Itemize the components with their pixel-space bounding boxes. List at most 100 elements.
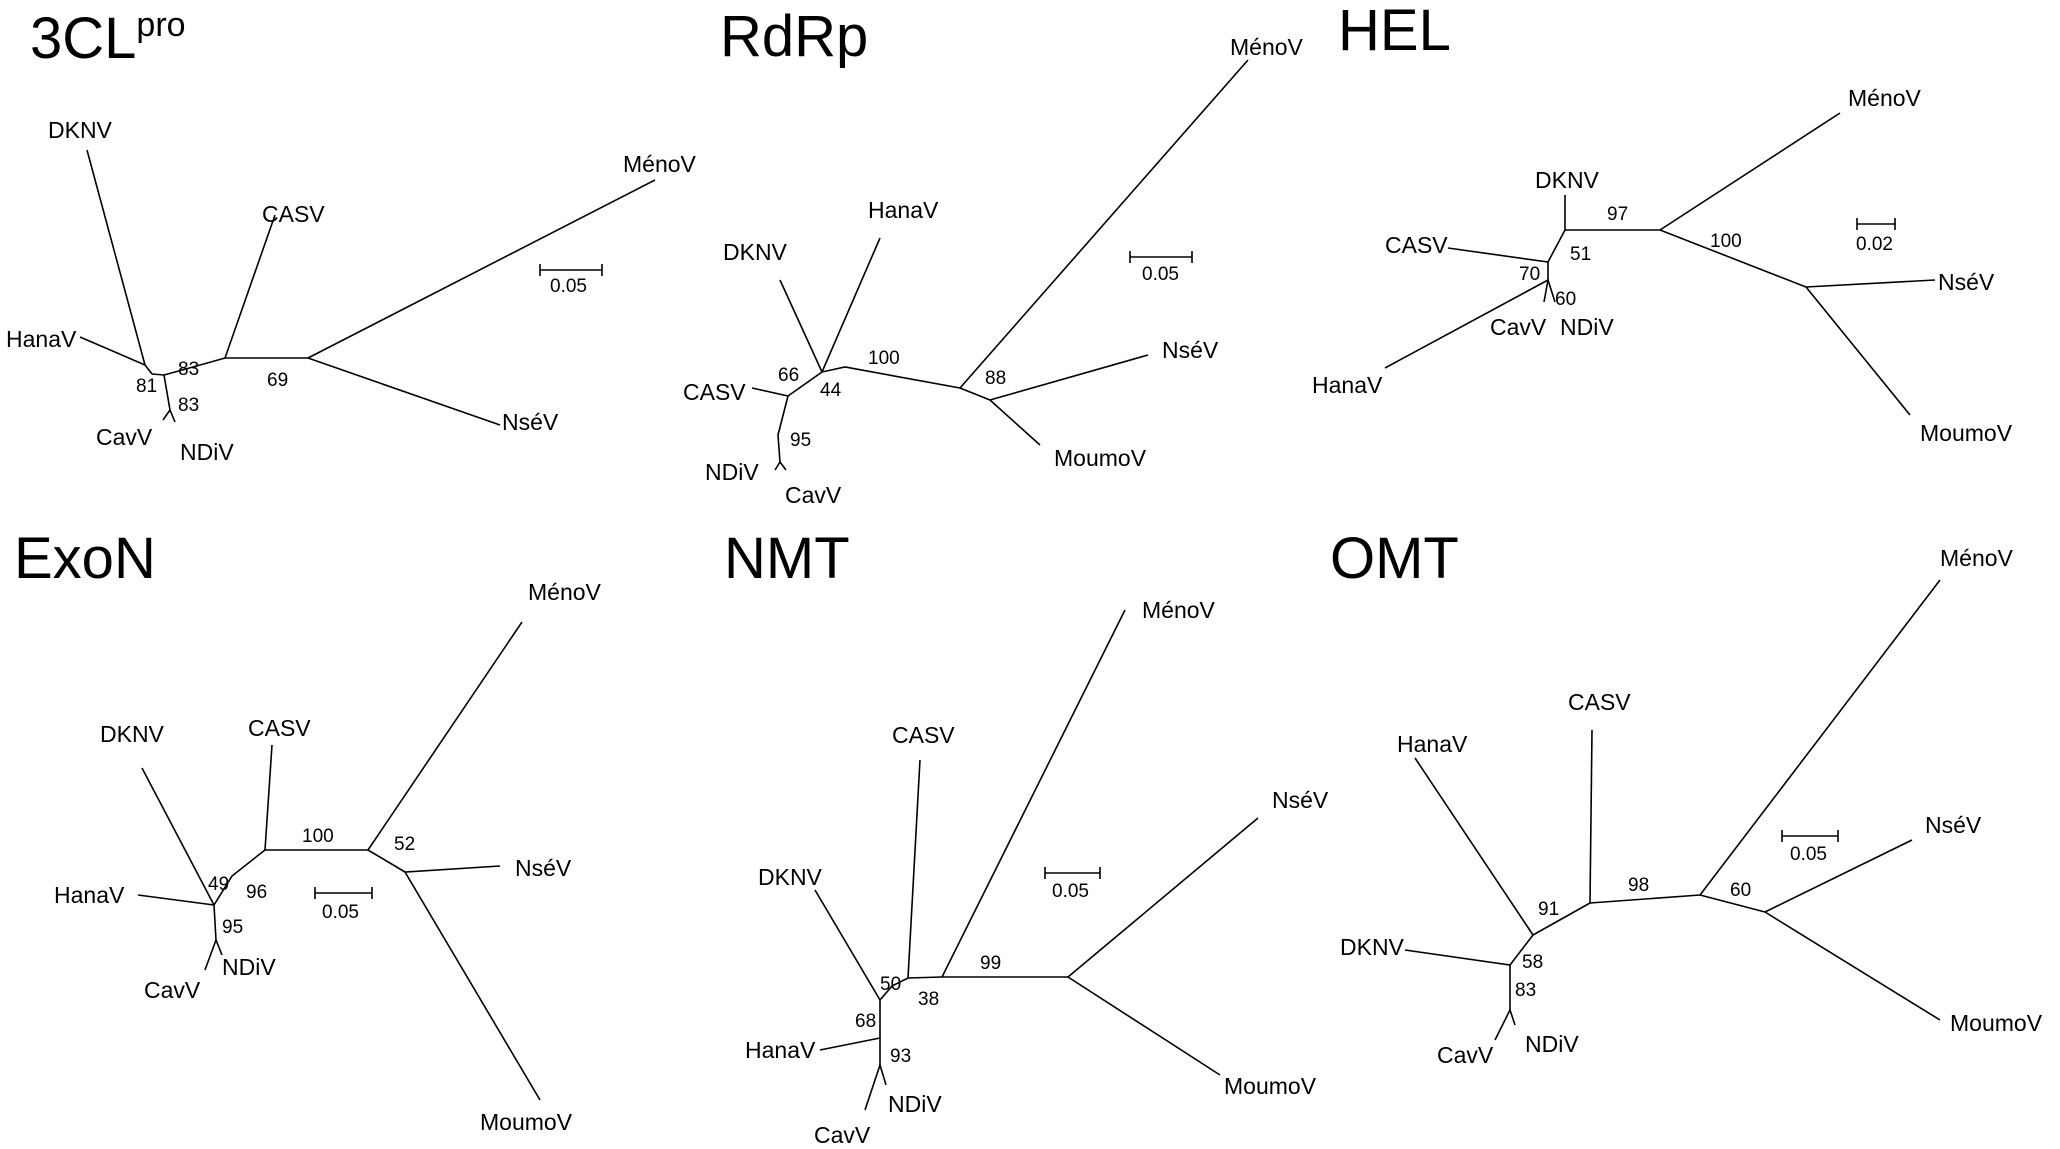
bootstrap-value: 95 bbox=[790, 430, 811, 451]
bootstrap-value: 68 bbox=[855, 1011, 876, 1032]
leaf-label: NséV bbox=[515, 855, 572, 881]
tree-branches bbox=[137, 621, 541, 1101]
branch bbox=[864, 1062, 887, 1111]
bootstrap-value: 99 bbox=[980, 953, 1001, 974]
branch bbox=[1805, 286, 1911, 416]
leaf-label: CavV bbox=[144, 977, 201, 1003]
panel-title: RdRp bbox=[720, 4, 868, 69]
branch bbox=[224, 214, 276, 359]
branch bbox=[821, 366, 961, 389]
leaf-label: CASV bbox=[892, 722, 955, 748]
bootstrap-value: 49 bbox=[208, 874, 229, 895]
panel-title: OMT bbox=[1330, 526, 1459, 591]
branch bbox=[814, 889, 943, 1002]
panel-title: 3CLpro bbox=[30, 6, 186, 71]
bootstrap-value: 81 bbox=[136, 376, 157, 397]
leaf-label: MoumoV bbox=[1224, 1073, 1317, 1099]
branch bbox=[989, 399, 1041, 446]
panel-omt: OMT MénoV CASV HanaV NséV DKNV CavV NDiV… bbox=[1330, 526, 2043, 1068]
scale-bar: 0.05 bbox=[314, 887, 373, 923]
panel-title-main: 3CL bbox=[30, 6, 136, 71]
leaf-label: NséV bbox=[502, 409, 559, 435]
panel-exon: ExoN MénoV DKNV CASV NséV HanaV CavV NDi… bbox=[14, 526, 602, 1135]
branch bbox=[941, 609, 1126, 978]
leaf-label: HanaV bbox=[745, 1037, 816, 1063]
bootstrap-value: 66 bbox=[778, 365, 799, 386]
panel-title: NMT bbox=[724, 526, 850, 591]
leaf-label: DKNV bbox=[100, 721, 165, 747]
bootstrap-value: 83 bbox=[1515, 980, 1536, 1001]
leaf-label: CASV bbox=[1385, 232, 1448, 258]
tree-branches bbox=[79, 149, 656, 426]
branch bbox=[774, 460, 787, 471]
bootstrap-value: 96 bbox=[246, 882, 267, 903]
branch bbox=[1589, 729, 1593, 904]
bootstrap-value: 100 bbox=[302, 826, 334, 847]
branch bbox=[1414, 757, 1534, 936]
leaf-label: NDiV bbox=[888, 1091, 942, 1117]
leaf-label: CavV bbox=[96, 424, 153, 450]
branch bbox=[213, 849, 266, 906]
leaf-label: MénoV bbox=[1230, 34, 1304, 60]
bootstrap-value: 100 bbox=[1710, 231, 1742, 252]
branch bbox=[787, 371, 823, 397]
branch bbox=[367, 849, 501, 873]
scale-bar-label: 0.05 bbox=[1052, 881, 1089, 902]
branch bbox=[137, 894, 215, 906]
leaf-label: NDiV bbox=[705, 459, 759, 485]
branch bbox=[1384, 279, 1549, 369]
branch bbox=[151, 357, 308, 376]
bootstrap-value: 50 bbox=[880, 974, 901, 995]
bootstrap-value: 60 bbox=[1730, 880, 1751, 901]
scale-bar: 0.02 bbox=[1856, 218, 1896, 255]
leaf-label: MénoV bbox=[1142, 597, 1216, 623]
branch bbox=[1589, 894, 1701, 904]
leaf-label: MénoV bbox=[623, 151, 697, 177]
bootstrap-value: 83 bbox=[178, 359, 199, 380]
branch bbox=[1067, 817, 1259, 978]
leaf-label: HanaV bbox=[6, 326, 77, 352]
bootstrap-value: 91 bbox=[1538, 899, 1559, 920]
scale-bar: 0.05 bbox=[1781, 830, 1839, 865]
leaf-label: MoumoV bbox=[1920, 420, 2013, 446]
leaf-label: MoumoV bbox=[480, 1109, 573, 1135]
leaf-label: CavV bbox=[785, 482, 842, 508]
branch bbox=[1659, 229, 1807, 288]
branch bbox=[907, 759, 921, 979]
bootstrap-value: 70 bbox=[1519, 264, 1540, 285]
branch bbox=[1764, 911, 1941, 1021]
scale-bar: 0.05 bbox=[1044, 867, 1101, 902]
scale-bar-label: 0.02 bbox=[1856, 234, 1893, 255]
branch bbox=[213, 904, 217, 941]
bootstrap-value: 95 bbox=[222, 917, 243, 938]
branch bbox=[1543, 279, 1556, 303]
branch bbox=[1447, 247, 1549, 263]
leaf-label: CavV bbox=[814, 1122, 871, 1148]
tree-branches bbox=[751, 59, 1249, 471]
branch bbox=[307, 357, 501, 426]
branch bbox=[821, 237, 881, 373]
branch bbox=[367, 621, 523, 851]
panel-title-superscript: pro bbox=[136, 6, 185, 44]
bootstrap-value: 83 bbox=[178, 395, 199, 416]
leaf-label: NséV bbox=[1162, 337, 1219, 363]
branch bbox=[1547, 195, 1566, 263]
panel-title: HEL bbox=[1338, 0, 1451, 63]
branch bbox=[777, 395, 789, 463]
panel-rdrp: RdRp MénoV HanaV DKNV NséV CASV MoumoV N… bbox=[683, 4, 1304, 508]
leaf-label: NDiV bbox=[180, 439, 234, 465]
branch bbox=[79, 336, 146, 366]
bootstrap-value: 60 bbox=[1555, 289, 1576, 310]
bootstrap-value: 38 bbox=[918, 989, 939, 1010]
branch bbox=[1805, 279, 1936, 288]
bootstrap-value: 51 bbox=[1570, 244, 1591, 265]
leaf-label: NséV bbox=[1272, 787, 1329, 813]
branch bbox=[1404, 934, 1534, 966]
leaf-label: CASV bbox=[262, 201, 325, 227]
branch bbox=[86, 149, 153, 375]
scale-bar-label: 0.05 bbox=[322, 902, 359, 923]
branch bbox=[959, 59, 1249, 389]
branch bbox=[1532, 902, 1591, 936]
branch bbox=[307, 179, 656, 359]
